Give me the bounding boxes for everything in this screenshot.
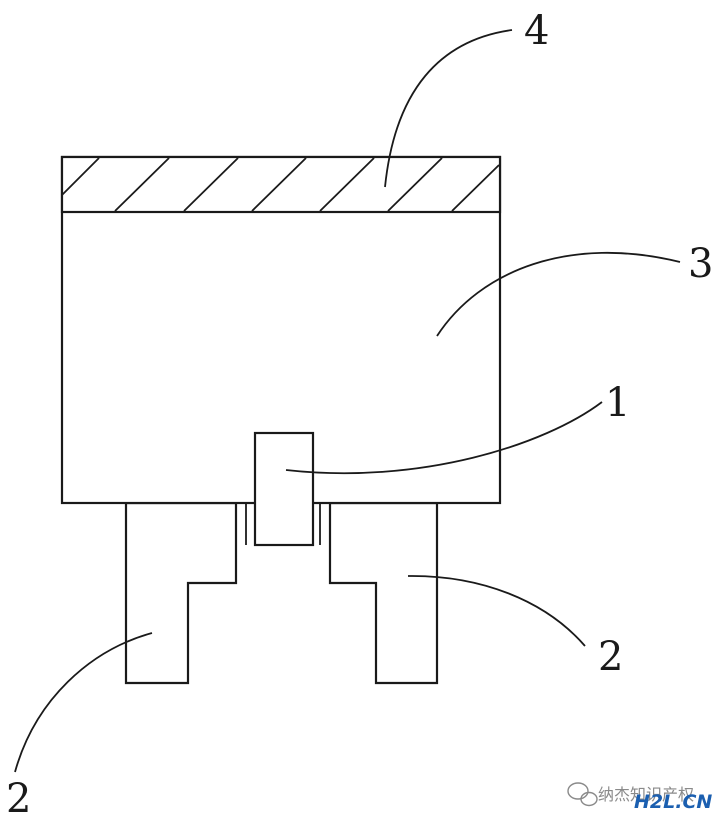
leader-line-right-2: [407, 575, 586, 647]
label-body: 3: [688, 241, 713, 287]
label-right-terminal: 2: [598, 634, 623, 680]
wechat-icon: [567, 782, 598, 807]
leader-line-4: [384, 29, 513, 188]
center-pin: [253, 431, 315, 547]
cap-layer: [60, 155, 502, 214]
label-cap: 4: [524, 8, 549, 54]
watermark: 纳杰知识产权 H2L.CN: [567, 782, 712, 813]
watermark-text: 纳杰知识产权: [598, 785, 694, 804]
label-center-pin: 1: [605, 380, 630, 426]
right-terminal: [328, 501, 439, 685]
watermark-logo: H2L.CN: [634, 791, 712, 813]
leader-line-3: [436, 251, 681, 337]
label-left-terminal: 2: [6, 776, 31, 822]
left-terminal: [124, 501, 238, 685]
leader-line-1: [285, 401, 603, 475]
leader-line-left-2: [14, 632, 153, 773]
